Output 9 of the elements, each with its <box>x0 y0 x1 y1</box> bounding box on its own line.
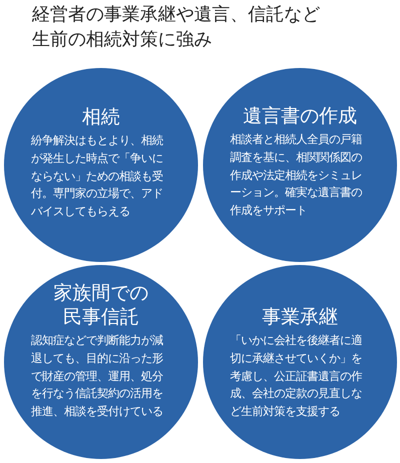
circle-description: 紛争解決はもとより、相続が発生した時点で「争いにならない」ための相談も受付。専門家の立場で、アドバイスしてもらえる <box>30 133 164 220</box>
circle-heading: 遺言書の作成 <box>242 104 358 128</box>
circle-heading: 家族間での民事信託 <box>52 281 150 329</box>
circle-description: 認知症などで判断能力が減退しても、目的に沿った形で財産の管理、運用、処分を行なう信託契約の活用を推進、相談を受付けている <box>30 333 164 420</box>
circle-heading: 事業承継 <box>261 305 339 329</box>
circle-description: 相談者と相続人全員の戸籍調査を基に、相関関係図の作成や法定相続をシミュレーション。確実な遺言書の作成をサポート <box>230 132 363 220</box>
circle-heading: 相続 <box>81 105 121 129</box>
circle-description: 「いかに会社を後継者に適切に承継させていくか」を考慮し、公正証書遺言の作成、会社の定款の見直しなど生前対策を支援する <box>230 333 364 420</box>
diagram-title: 経営者の事業承継や遺言、信託など生前の相続対策に強み <box>32 3 321 52</box>
